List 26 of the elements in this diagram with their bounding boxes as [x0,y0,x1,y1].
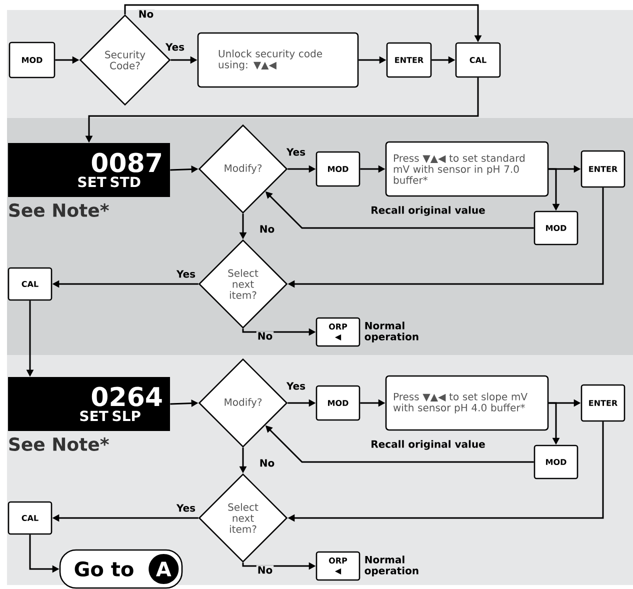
note-text: See Note* [9,437,109,451]
key-box: ORP ◀ [316,317,360,347]
key-box: ORP ◀ [316,551,360,581]
note-text: Normal operation [364,556,418,576]
note-text: See Note* [9,203,109,217]
process-box: Unlock security code using: ▼▲◀ [197,32,359,88]
key-box: MOD [316,151,360,187]
key-box: CAL [8,267,52,301]
edge-label: Recall original value [370,439,486,451]
key-box: ENTER [580,384,626,422]
process-box: Press ▼▲◀ to set slope mV with sensor pH 4.0 buffer* [385,375,549,431]
go-to-badge: Go to A [59,549,183,589]
process-box: Press ▼▲◀ to set standard mV with sensor in pH 7.0 buffer* [385,141,549,197]
note-text: Normal operation [364,322,418,342]
edge-label: Recall original value [370,205,486,217]
lcd-display: 0264 SET SLP [8,377,170,431]
lcd-display: 0087 SET STD [8,143,170,197]
key-box: MOD [534,210,578,246]
key-box: CAL [455,42,501,78]
edge-label: No [137,9,155,19]
key-box: MOD [534,444,578,480]
key-box: MOD [8,42,56,78]
key-box: MOD [316,385,360,421]
key-box: CAL [8,501,52,535]
key-box: ENTER [386,42,432,78]
key-box: ENTER [580,150,626,188]
